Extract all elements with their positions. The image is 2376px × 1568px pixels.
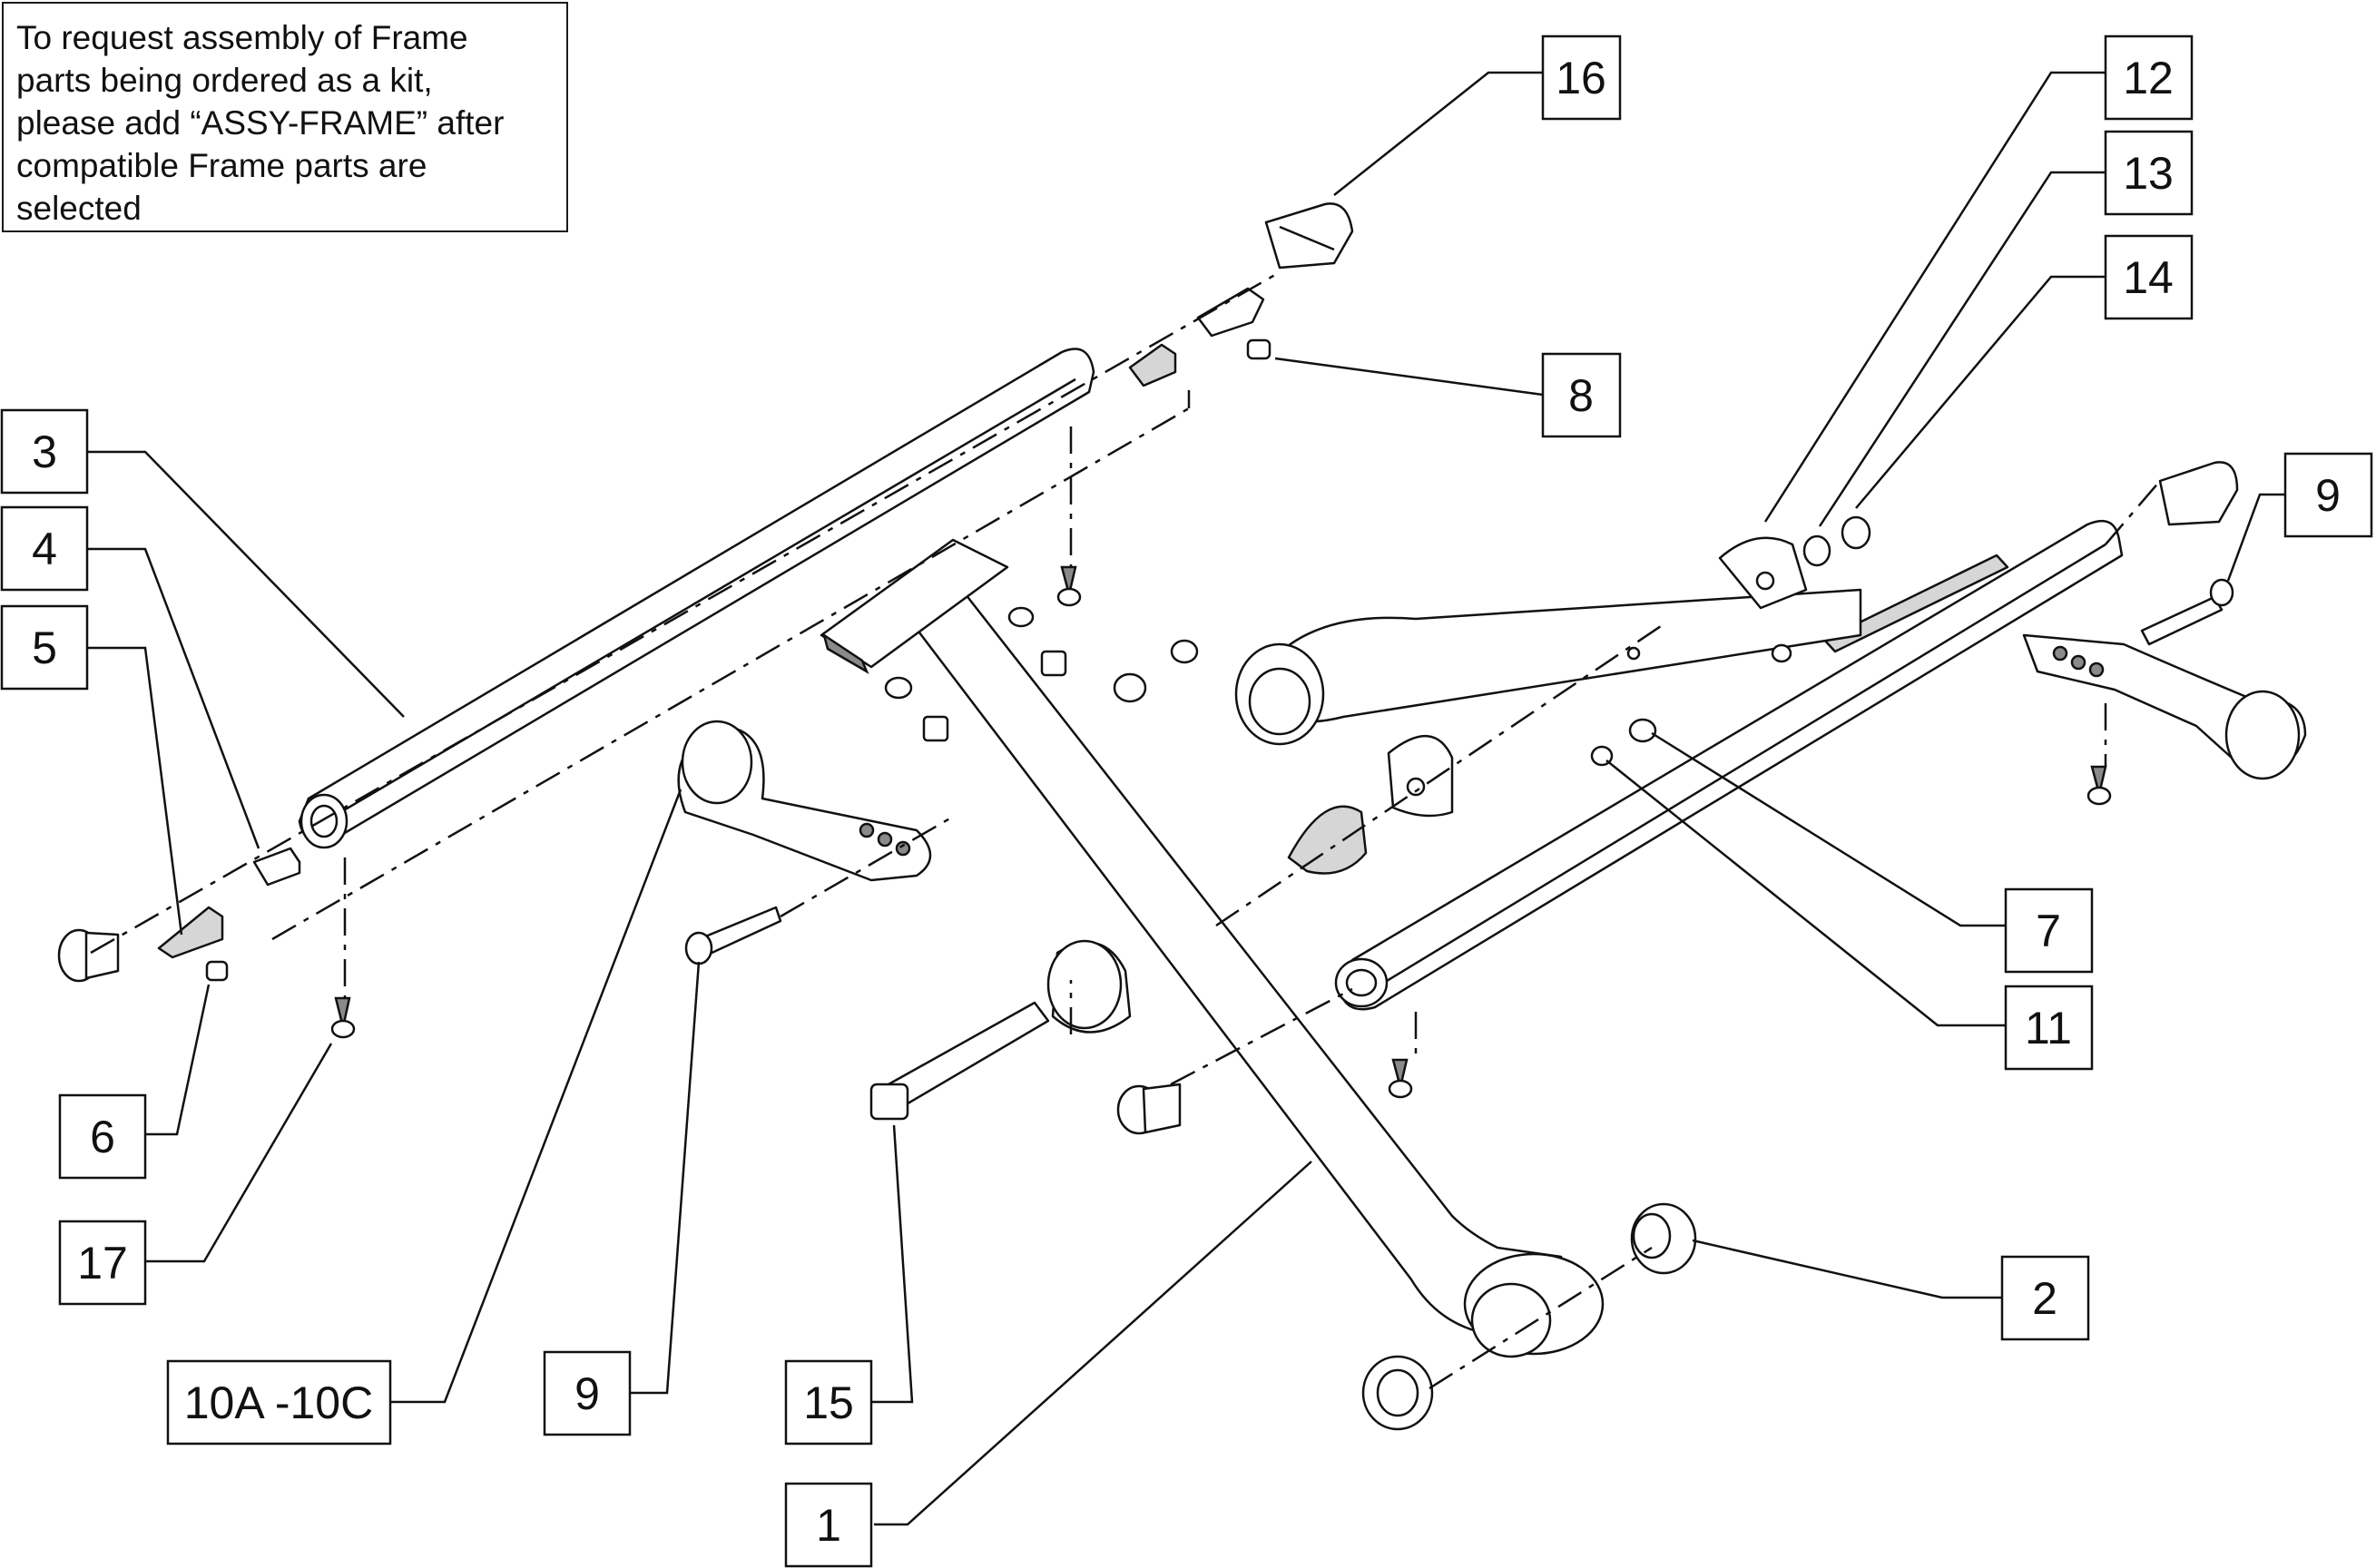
- callout-4: 4: [0, 505, 89, 592]
- side-plate-right: [2022, 578, 2307, 780]
- spacer-cone: [1287, 735, 1454, 875]
- callout-5: 5: [0, 604, 89, 691]
- right-arm-frame: [1234, 588, 1862, 746]
- clamp-plug-top: [1128, 287, 1265, 387]
- washers-mid: [1113, 639, 1199, 703]
- end-cap-right: [2158, 461, 2239, 526]
- axle-bolt-9-left: [684, 906, 782, 965]
- callout-11: 11: [2004, 985, 2094, 1071]
- bushing-2: [1630, 1202, 1697, 1275]
- callout-9-left: 9: [543, 1350, 632, 1436]
- callout-16-label: 16: [1556, 53, 1606, 103]
- callout-13: 13: [2104, 130, 2194, 216]
- callout-14-label: 14: [2123, 252, 2174, 303]
- bolt-left-6: [205, 960, 229, 982]
- end-cap-left: [57, 928, 120, 983]
- note-line-3: please add “ASSY-FRAME” after: [16, 104, 505, 142]
- callout-12: 12: [2104, 34, 2194, 121]
- nut-pair-upper: [884, 606, 1067, 742]
- callout-10a-10c: 10A -10C: [166, 1359, 392, 1446]
- callout-1-label: 1: [816, 1500, 841, 1551]
- callout-7: 7: [2004, 887, 2094, 974]
- callout-5-label: 5: [32, 622, 57, 673]
- callout-17: 17: [58, 1220, 147, 1306]
- note-line-4: compatible Frame parts are: [16, 147, 427, 184]
- callout-11-label: 11: [2025, 1003, 2072, 1054]
- main-downtube: [820, 538, 1605, 1358]
- assembly-note: To request assembly of Frame parts being…: [2, 2, 568, 232]
- note-line-1: To request assembly of Frame: [16, 19, 468, 56]
- axle-bolt-15: [869, 939, 1132, 1121]
- callout-6-label: 6: [90, 1112, 115, 1162]
- callout-4-label: 4: [32, 524, 57, 574]
- callout-8: 8: [1541, 352, 1622, 438]
- screw-left-17: [330, 996, 356, 1039]
- callout-9-left-label: 9: [574, 1368, 600, 1419]
- end-cap-mid: [1116, 1083, 1182, 1135]
- callout-6: 6: [58, 1093, 147, 1180]
- callout-16: 16: [1541, 34, 1622, 121]
- assembly-centerlines: [90, 270, 2161, 1390]
- callout-15: 15: [784, 1359, 873, 1446]
- callout-15-label: 15: [803, 1377, 854, 1428]
- callout-9-right: 9: [2283, 452, 2373, 538]
- callout-3-label: 3: [32, 426, 57, 477]
- callout-2: 2: [2000, 1255, 2090, 1341]
- side-plate-10: [677, 720, 932, 882]
- wheel-washer-set: [1718, 515, 1871, 610]
- leader-lines: [87, 71, 2285, 1526]
- callout-14: 14: [2104, 234, 2194, 320]
- callout-17-label: 17: [77, 1238, 128, 1289]
- callout-3: 3: [0, 408, 89, 495]
- callout-2-label: 2: [2032, 1273, 2057, 1324]
- right-frame-tube: [1334, 519, 2124, 1011]
- screw-right: [2086, 765, 2112, 806]
- callout-8-label: 8: [1568, 370, 1594, 421]
- callout-1: 1: [784, 1482, 873, 1568]
- callout-7-label: 7: [2036, 906, 2061, 956]
- bolt-top-8: [1246, 338, 1271, 360]
- screw-mid: [1388, 1058, 1413, 1099]
- screw-top: [1056, 565, 1082, 607]
- callout-12-label: 12: [2123, 53, 2174, 103]
- callout-9-right-label: 9: [2315, 470, 2341, 521]
- callout-13-label: 13: [2123, 148, 2174, 199]
- note-line-2: parts being ordered as a kit,: [16, 62, 433, 99]
- note-line-5: selected: [16, 190, 142, 227]
- clamp-plug-left: [157, 847, 301, 959]
- end-cap-top-16: [1264, 202, 1354, 270]
- callout-10-label: 10A -10C: [184, 1377, 373, 1428]
- bushing-bottom: [1361, 1355, 1434, 1431]
